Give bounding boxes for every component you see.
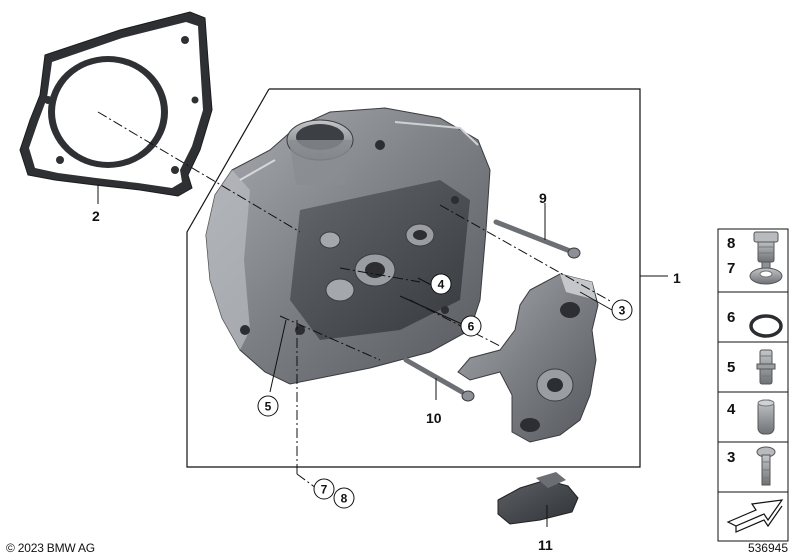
washer-icon xyxy=(749,267,783,285)
svg-text:8: 8 xyxy=(341,492,348,506)
svg-text:7: 7 xyxy=(321,483,328,497)
center-lines xyxy=(97,111,613,489)
svg-text:8: 8 xyxy=(727,235,735,252)
callout-10: 10 xyxy=(426,410,442,426)
legend-item-8: 8 xyxy=(727,231,779,273)
callout-1: 1 xyxy=(673,270,681,286)
svg-text:3: 3 xyxy=(619,304,626,318)
callout-9: 9 xyxy=(539,190,547,206)
stud-icon xyxy=(756,349,776,385)
callout-8-circle: 8 xyxy=(333,487,355,509)
callout-labels: 2 9 1 10 11 xyxy=(92,190,681,553)
reference-arrow-icon xyxy=(726,499,784,533)
parts-legend: 8 7 6 5 xyxy=(717,228,789,542)
cylinder-head xyxy=(205,107,491,385)
callout-6-circle: 6 xyxy=(460,315,482,337)
clip-11 xyxy=(497,472,579,525)
svg-text:3: 3 xyxy=(727,449,735,466)
svg-text:6: 6 xyxy=(727,309,735,326)
cylinder-head-gasket xyxy=(19,11,213,197)
document-number: 536945 xyxy=(747,541,788,555)
svg-text:5: 5 xyxy=(265,400,272,414)
circled-callouts: 3 4 6 5 7 8 xyxy=(257,273,633,509)
o-ring-icon xyxy=(749,314,783,338)
svg-text:5: 5 xyxy=(727,359,735,376)
legend-item-3: 3 xyxy=(727,446,776,486)
callout-11: 11 xyxy=(538,537,553,553)
callout-2: 2 xyxy=(92,208,100,224)
callout-5-circle: 5 xyxy=(257,395,279,417)
svg-text:4: 4 xyxy=(438,278,445,292)
dowel-pin-icon xyxy=(757,399,775,435)
callout-4-circle: 4 xyxy=(430,273,452,295)
bolt-9 xyxy=(493,219,581,259)
leader-lines xyxy=(97,184,613,527)
legend-item-4: 4 xyxy=(727,399,775,435)
svg-text:7: 7 xyxy=(727,260,735,277)
svg-text:6: 6 xyxy=(468,320,475,334)
callout-3-circle: 3 xyxy=(611,299,633,321)
screw-icon xyxy=(756,446,776,486)
callout-7-circle: 7 xyxy=(313,478,335,500)
threaded-insert-icon xyxy=(753,231,779,273)
bolt-10 xyxy=(403,357,475,402)
legend-item-6: 6 xyxy=(727,309,783,338)
legend-item-5: 5 xyxy=(727,349,776,385)
legend-item-7: 7 xyxy=(727,260,783,285)
copyright-notice: © 2023 BMW AG xyxy=(6,541,95,555)
assembly-frame xyxy=(186,88,668,468)
svg-text:4: 4 xyxy=(727,401,736,418)
camshaft-carrier xyxy=(457,273,599,443)
